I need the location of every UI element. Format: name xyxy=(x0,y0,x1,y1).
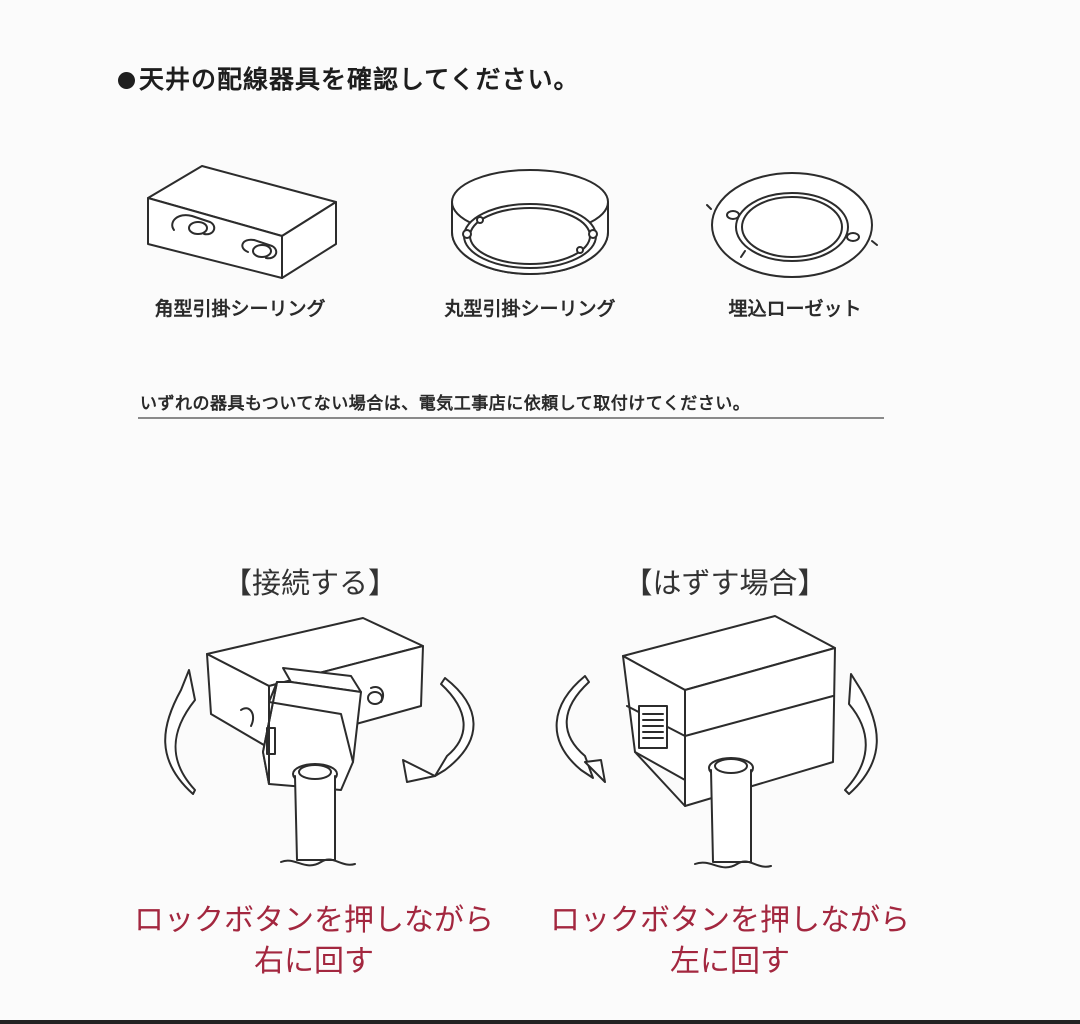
square-ceiling-hook-icon xyxy=(147,165,337,279)
round-ceiling-hook-icon xyxy=(451,169,609,275)
bottom-border xyxy=(0,1020,1080,1024)
rotate-left-arrows xyxy=(555,673,878,795)
caption-connect-line1: ロックボタンを押しながら xyxy=(134,903,494,938)
plug-adapter xyxy=(262,667,362,791)
cord xyxy=(694,757,772,869)
flush-rosette-icon xyxy=(706,172,878,278)
fixture-label-round: 丸型引掛シーリング xyxy=(444,298,616,320)
cord xyxy=(280,763,356,867)
heading-bullet xyxy=(118,72,135,89)
step-title-connect: 【接続する】 xyxy=(222,566,397,600)
caption-remove-line2: 左に回す xyxy=(670,944,790,979)
connect-illustration xyxy=(164,617,475,867)
install-note: いずれの器具もついてない場合は、電気工事店に依頼して取付けてください。 xyxy=(140,394,751,414)
fixture-label-rosette: 埋込ローゼット xyxy=(728,298,862,320)
remove-illustration xyxy=(555,615,878,869)
note-divider xyxy=(138,417,884,419)
rotate-right-arrows xyxy=(164,669,475,795)
caption-connect: ロックボタンを押しながら 右に回す xyxy=(104,900,524,982)
heading-text: 天井の配線器具を確認してください。 xyxy=(139,65,580,94)
fixture-label-square: 角型引掛シーリング xyxy=(154,298,326,320)
step-title-remove: 【はずす場合】 xyxy=(623,566,827,600)
page-heading: 天井の配線器具を確認してください。 xyxy=(118,60,580,96)
caption-remove: ロックボタンを押しながら 左に回す xyxy=(520,900,940,982)
caption-connect-line2: 右に回す xyxy=(254,944,374,979)
caption-remove-line1: ロックボタンを押しながら xyxy=(550,903,910,938)
